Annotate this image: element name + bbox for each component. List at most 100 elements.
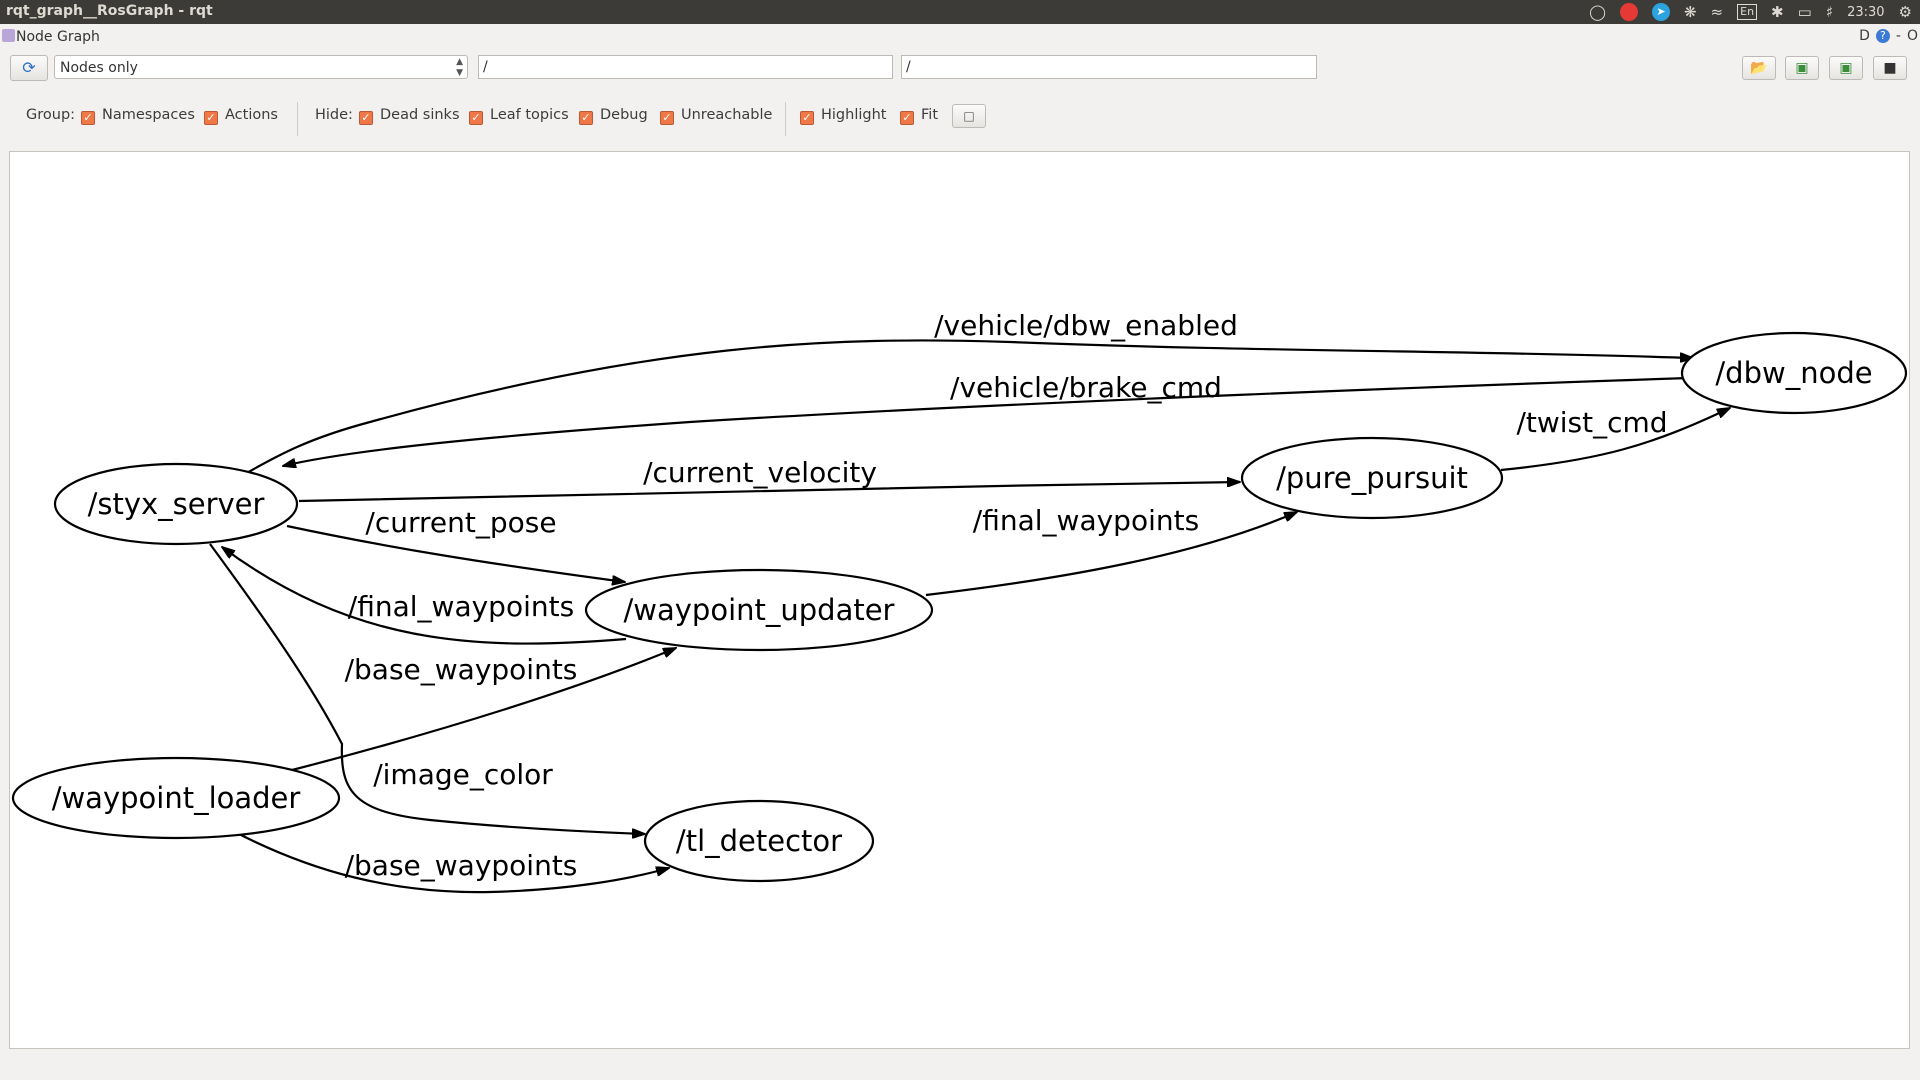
edge-label[interactable]: /vehicle/brake_cmd (950, 371, 1222, 404)
plugin-title: Node Graph (16, 29, 100, 45)
graph-edges (209, 339, 1730, 894)
checkbox-checked-icon: ✓ (579, 111, 593, 125)
telegram-icon[interactable]: ➤ (1651, 3, 1670, 21)
node-label: /dbw_node (1715, 356, 1872, 390)
highlight-label: Highlight (821, 107, 887, 123)
node-label: /pure_pursuit (1276, 461, 1468, 495)
edge-twist-cmd[interactable] (1500, 408, 1730, 472)
node-pure-pursuit[interactable]: /pure_pursuit (1240, 436, 1504, 520)
refresh-button[interactable]: ⟳ (10, 55, 48, 81)
plugin-icon (2, 29, 15, 42)
checkbox-checked-icon: ✓ (469, 111, 483, 125)
ros-graph[interactable]: /vehicle/dbw_enabled /vehicle/brake_cmd … (10, 152, 1910, 1049)
actions-checkbox[interactable]: ✓ Actions (204, 107, 278, 125)
plugin-title-bar: Node Graph D ? - O (0, 24, 1920, 50)
edge-current-velocity[interactable] (298, 482, 1240, 503)
edge-label[interactable]: /base_waypoints (345, 849, 578, 882)
help-icon[interactable]: ? (1875, 29, 1890, 43)
graph-canvas[interactable]: /vehicle/dbw_enabled /vehicle/brake_cmd … (9, 151, 1910, 1049)
hide-label: Hide: (315, 107, 353, 123)
bluetooth-icon[interactable]: ✱ (1771, 3, 1784, 21)
close-button[interactable]: O (1906, 28, 1918, 44)
edge-image-color[interactable] (209, 543, 645, 834)
dock-button[interactable]: D (1859, 28, 1870, 44)
edge-label[interactable]: /final_waypoints (348, 590, 574, 623)
edge-label[interactable]: /twist_cmd (1516, 406, 1667, 439)
bluetooth-app-icon[interactable]: ❋ (1683, 3, 1697, 21)
minimize-button[interactable]: - (1895, 28, 1901, 44)
fit-label: Fit (921, 107, 938, 123)
node-styx-server[interactable]: /styx_server (53, 462, 299, 546)
settings-gear-icon[interactable]: ⚙ (1898, 3, 1912, 21)
system-tray: ◯ ➤ ❋ ≈ En ✱ ▭ ♯ 23:30 ⚙ (1589, 0, 1912, 24)
edge-final-waypoints-to-styx[interactable] (222, 547, 627, 645)
edge-label[interactable]: /final_waypoints (973, 504, 1199, 537)
node-waypoint-updater[interactable]: /waypoint_updater (584, 568, 934, 652)
node-label: /waypoint_loader (52, 781, 301, 815)
edge-label[interactable]: /vehicle/dbw_enabled (934, 309, 1238, 342)
edge-current-pose[interactable] (286, 524, 625, 582)
edge-label[interactable]: /base_waypoints (345, 653, 578, 686)
checkbox-checked-icon: ✓ (359, 111, 373, 125)
node-waypoint-loader[interactable]: /waypoint_loader (11, 756, 341, 840)
screenshot-button[interactable]: ■ (1873, 56, 1907, 80)
checkbox-checked-icon: ✓ (204, 111, 218, 125)
graph-nodes: /styx_server /dbw_node /pure_pursuit /wa… (11, 331, 1908, 883)
keyboard-layout-indicator[interactable]: En (1737, 4, 1758, 20)
save-image-button[interactable]: ▣ (1829, 56, 1863, 80)
window-title: rqt_graph__RosGraph - rqt (6, 3, 213, 19)
debug-label: Debug (600, 107, 648, 123)
topic-filter-input[interactable] (901, 55, 1317, 79)
node-dbw-node[interactable]: /dbw_node (1680, 331, 1908, 415)
clock[interactable]: 23:30 (1847, 4, 1885, 20)
leaf-topics-checkbox[interactable]: ✓ Leaf topics (469, 107, 569, 125)
group-label: Group: (26, 107, 76, 123)
options-bar: Group: ✓Namespaces ✓Actions Hide: ✓Dead … (0, 98, 1920, 136)
load-dot-button[interactable]: 📂 (1742, 56, 1776, 80)
highlight-checkbox[interactable]: ✓Highlight (800, 107, 886, 125)
lightbulb-icon[interactable]: ◯ (1589, 3, 1606, 21)
node-label: /tl_detector (676, 824, 842, 858)
edge-base-waypoints-to-updater[interactable] (291, 646, 676, 772)
namespace-filter-input[interactable] (478, 55, 893, 79)
battery-icon[interactable]: ▭ (1797, 3, 1812, 21)
edge-final-waypoints-to-pure-pursuit[interactable] (925, 510, 1297, 597)
edge-vehicle-dbw-enabled[interactable] (244, 339, 1693, 475)
node-tl-detector[interactable]: /tl_detector (643, 799, 875, 883)
unreachable-label: Unreachable (681, 107, 773, 123)
toolbar: ⟳ Nodes only ▲▼ 📂 ▣ ▣ ■ (0, 52, 1920, 82)
edge-label[interactable]: /current_velocity (643, 456, 877, 489)
unreachable-checkbox[interactable]: ✓ Unreachable (660, 107, 772, 125)
fit-checkbox[interactable]: ✓ Fit (900, 107, 938, 125)
edge-base-waypoints-to-tl-detector[interactable] (238, 833, 669, 894)
fit-view-button[interactable]: □ (952, 104, 986, 128)
volume-icon[interactable]: ♯ (1825, 3, 1834, 21)
save-dot-button[interactable]: ▣ (1785, 56, 1819, 80)
node-label: /styx_server (88, 487, 265, 521)
plugin-controls: D ? - O (1859, 28, 1918, 44)
system-top-bar: rqt_graph__RosGraph - rqt ◯ ➤ ❋ ≈ En ✱ ▭… (0, 0, 1920, 24)
separator (785, 102, 786, 136)
leaf-topics-label: Leaf topics (490, 107, 569, 123)
edge-vehicle-brake-cmd[interactable] (283, 376, 1690, 466)
graph-type-value: Nodes only (60, 60, 138, 76)
edge-label[interactable]: /current_pose (365, 506, 556, 539)
dead-sinks-label: Dead sinks (380, 107, 460, 123)
edge-labels: /vehicle/dbw_enabled /vehicle/brake_cmd … (345, 309, 1668, 882)
wifi-icon[interactable]: ≈ (1710, 3, 1724, 21)
dead-sinks-checkbox[interactable]: ✓ Dead sinks (359, 107, 460, 125)
namespaces-checkbox[interactable]: ✓Namespaces (81, 107, 195, 125)
graph-type-select[interactable]: Nodes only ▲▼ (54, 55, 468, 79)
load-icon: 📂 (1750, 60, 1768, 76)
checkbox-checked-icon: ✓ (900, 111, 914, 125)
separator (297, 102, 298, 136)
namespaces-label: Namespaces (102, 107, 195, 123)
record-icon[interactable] (1619, 3, 1638, 21)
checkbox-checked-icon: ✓ (660, 111, 674, 125)
actions-label: Actions (225, 107, 278, 123)
edge-label[interactable]: /image_color (373, 758, 553, 791)
debug-checkbox[interactable]: ✓ Debug (579, 107, 648, 125)
save-dot-icon: ▣ (1795, 60, 1809, 76)
refresh-icon: ⟳ (22, 58, 36, 77)
save-image-icon: ▣ (1839, 60, 1853, 76)
